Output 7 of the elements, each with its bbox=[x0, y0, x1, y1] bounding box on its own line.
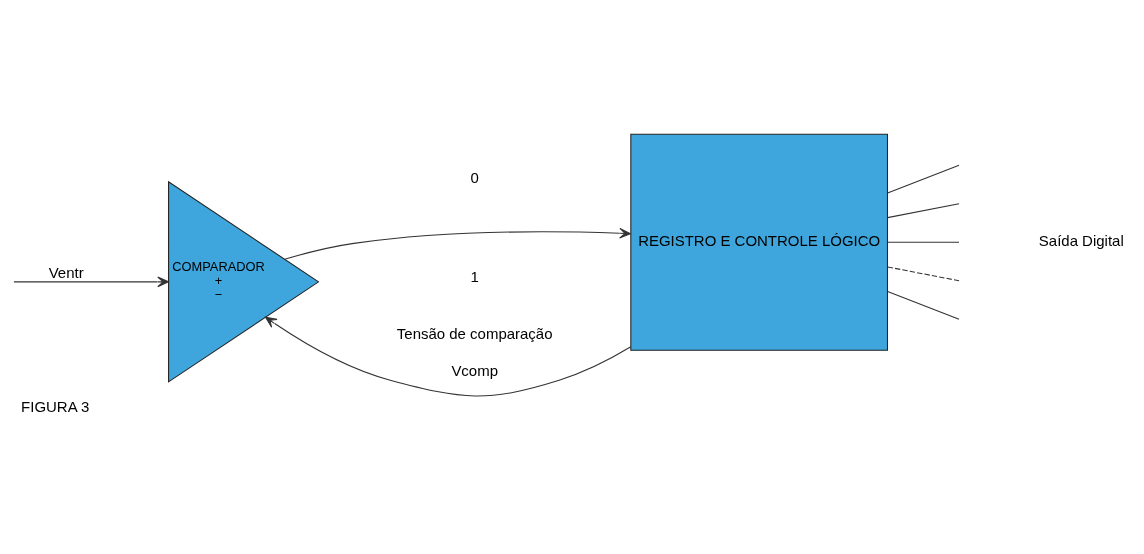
label: Tensão de comparação bbox=[396, 324, 553, 342]
caption: FIGURA 3 bbox=[21, 397, 90, 415]
label: 0 bbox=[470, 168, 479, 186]
edge-label: Ventr bbox=[48, 263, 84, 281]
label: 1 bbox=[470, 267, 479, 285]
label: Saída Digital bbox=[1038, 231, 1124, 249]
edge-label: Vcomp bbox=[451, 361, 498, 379]
